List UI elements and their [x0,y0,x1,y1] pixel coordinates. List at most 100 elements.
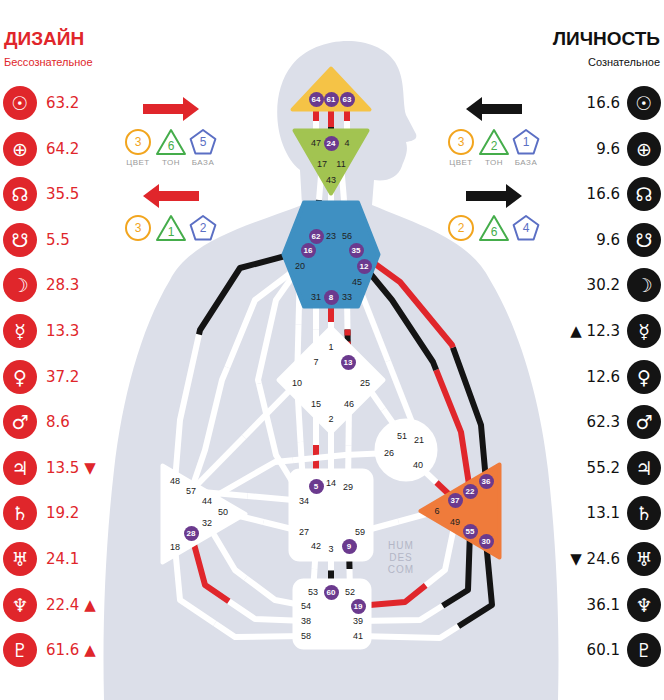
channel-half [459,541,493,626]
planet-symbol: ♆ [3,588,37,622]
planet-symbol: ☿ [627,314,661,348]
planet-glyph: ☿ [3,314,37,348]
color-tone-base: 6 [477,213,511,257]
planet-glyph: ♀ [627,360,661,394]
active-gate: 12 [357,259,372,274]
planet-glyph: ♃ [3,451,37,485]
color-tone-base: 3 [121,213,155,257]
ctb-number: 1 [523,136,530,149]
ctb-number: 3 [458,136,465,149]
gate-number: 48 [170,476,180,486]
center-shape [291,471,372,560]
personality-arrow-left [466,97,522,121]
planet-symbol: ♅ [3,542,37,576]
design-arrow-right [143,97,199,121]
gate-number: 30 [479,534,494,549]
channel [358,541,492,638]
active-gate: 16 [301,243,316,258]
planet-glyph: ♂ [627,405,661,439]
color-tone-base: 3ЦВЕТ [444,127,478,171]
ctb-shape [514,216,539,240]
gate-number: 62 [309,229,324,244]
personality-activation: ▲ 12.3 [570,322,620,340]
planet-symbol: ♀ [3,360,37,394]
gate-number: 2 [328,414,333,424]
personality-activation: 55.2 [587,459,620,477]
design-arrow-left [143,184,199,208]
ctb-number: 6 [491,226,498,239]
ctb-caption: ТОН [162,158,180,168]
planet-symbol: ☊ [3,177,37,211]
planet-symbol: ☋ [627,223,661,257]
design-activation: 13.5 ▼ [46,459,96,477]
gate-number: 38 [301,616,311,626]
active-gate: 22 [463,484,478,499]
gate-number: 63 [340,92,355,107]
gate-number: 35 [349,243,364,258]
active-gate: 13 [341,355,356,370]
planet-symbol: ♇ [627,633,661,667]
center-shape [377,421,436,480]
planet-symbol: ♄ [3,496,37,530]
gate-number: 29 [343,482,353,492]
ctb-shape [514,130,539,154]
gate-number: 42 [311,541,321,551]
planet-symbol: ⊕ [3,132,37,166]
gate-number: 27 [299,527,309,537]
ctb-caption: ЦВЕТ [449,158,472,168]
energy-center: 48574450321828 [160,463,248,565]
design-heading: ДИЗАЙН [4,28,84,50]
gate-number: 12 [357,259,372,274]
energy-center: 47417114324 [292,128,370,196]
personality-activation: 60.1 [587,641,620,659]
channel-half [443,531,470,606]
planet-symbol: ⊕ [627,132,661,166]
energy-center: 235620453133621635128 [281,200,381,309]
gate-number: 46 [344,399,354,409]
color-tone-base: 2 [186,213,220,257]
gate-number: 50 [218,507,228,517]
gate-number: 25 [360,378,370,388]
gate-number: 8 [324,290,339,305]
gate-number: 51 [397,431,407,441]
planet-glyph: ☊ [627,177,661,211]
channel [358,531,470,621]
planet-symbol: ☉ [3,86,37,120]
channel [356,250,486,481]
gate-number: 26 [384,448,394,458]
gate-number: 9 [342,539,357,554]
energy-center: 142934275942359 [288,468,374,562]
gate-number: 1 [328,342,333,352]
personality-activation: 36.1 [587,596,620,614]
active-gate: 19 [351,599,366,614]
body-outline [103,41,558,700]
gate-number: 59 [355,527,365,537]
ctb-caption: БАЗА [515,158,538,168]
personality-activation: 16.6 [587,185,620,203]
ctb-number: 5 [200,136,207,149]
center-shape [284,203,379,307]
planet-glyph: ♇ [627,633,661,667]
color-tone-base: 1 [154,213,188,257]
personality-heading: ЛИЧНОСТЬ [553,28,660,50]
active-gate: 37 [448,493,463,508]
channel-half [175,335,199,482]
color-tone-base: 4 [509,213,543,257]
channel-half [358,626,459,638]
channel-half [356,250,453,348]
channel-half [436,370,470,491]
planet-symbol: ♀ [627,360,661,394]
gate-number: 58 [301,631,311,641]
energy-center: 646163 [290,66,372,112]
design-activation: 5.5 [46,231,70,249]
color-tone-base: 5БАЗА [186,127,220,171]
planet-glyph: ♆ [627,588,661,622]
ctb-shape [191,216,216,240]
active-gate: 24 [324,136,339,151]
design-activation: 13.3 [46,322,79,340]
planet-symbol: ☊ [627,177,661,211]
planet-glyph: ♆ [3,588,37,622]
planet-glyph: ☽ [3,268,37,302]
planet-symbol: ☋ [3,223,37,257]
personality-activation: 16.6 [587,94,620,112]
